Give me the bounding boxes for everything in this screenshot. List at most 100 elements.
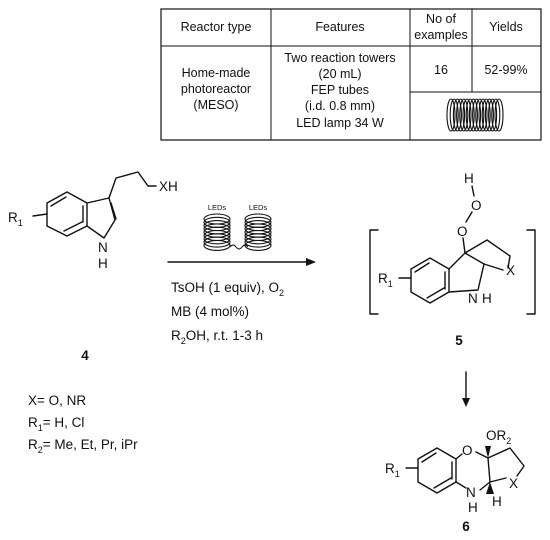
c5-r1-label: R1 (378, 271, 393, 289)
note-r2-def: R2= Me, Et, Pr, iPr (28, 437, 138, 455)
c5-x-ring (464, 239, 511, 269)
c4-double-bond-2 (50, 196, 67, 207)
reactor-table: Reactor type Features No of examples Yie… (160, 8, 542, 141)
c5-pyrroline-ring (448, 252, 485, 293)
header-features: Features (315, 20, 364, 34)
reactor-type-line2: photoreactor (181, 82, 251, 96)
c6-double-bond-2 (421, 452, 437, 463)
coil-loop (475, 98, 485, 132)
coil-loop (491, 98, 501, 132)
c6-or2-label: OR2 (486, 428, 511, 446)
coil-loop (244, 236, 272, 248)
coil-loop (462, 98, 472, 132)
coil-loop (468, 98, 478, 132)
c6-oxazine-ring (475, 451, 491, 491)
condition-line1: TsOH (1 equiv), O2 (171, 280, 284, 298)
c6-h-wedge (486, 482, 494, 494)
coil-loop (203, 236, 231, 248)
bracket-right (526, 229, 536, 315)
c5-h-top: H (464, 171, 474, 186)
c4-side-chain (108, 171, 157, 199)
header-examples-line2: examples (414, 28, 468, 42)
reaction-arrow-group: LEDs LEDs TsOH (1 equiv), O2 MB (4 mol%)… (167, 203, 316, 346)
c6-n-bond (455, 481, 467, 489)
c4-r1-label: R1 (8, 210, 23, 228)
coil-loop (456, 98, 466, 132)
feature-line1: Two reaction towers (284, 51, 395, 65)
compound-4-number: 4 (81, 348, 89, 363)
c4-r1-bond (32, 213, 48, 217)
header-reactor-type: Reactor type (181, 20, 252, 34)
feature-line2: (20 mL) (318, 67, 361, 81)
coil-loop (452, 98, 462, 132)
coil-loop (446, 98, 456, 132)
coil-loop (481, 98, 491, 132)
coil-loop (465, 98, 475, 132)
c6-o-bond-1 (455, 453, 463, 460)
coil-loop (449, 98, 459, 132)
c4-n-label: N (98, 240, 108, 255)
compound-6: O X OR2 H R1 N H 6 (385, 428, 525, 534)
led-label-1: LEDs (208, 203, 227, 212)
c5-double-bond-1 (426, 287, 445, 299)
coil-loop (488, 98, 498, 132)
c4-pyrrole-double-bond (110, 202, 117, 220)
c6-r1-label: R1 (385, 461, 400, 479)
reactor-type-line1: Home-made (182, 66, 251, 80)
c5-oo-bond (465, 211, 473, 223)
coil-loop (478, 98, 488, 132)
coil-loop (459, 98, 469, 132)
condition-line2: MB (4 mol%) (171, 304, 249, 319)
coil-loop (494, 98, 504, 132)
examples-value: 16 (434, 63, 448, 77)
c4-double-bond-1 (63, 221, 83, 232)
c5-o-bottom: O (457, 224, 468, 239)
feature-line5: LED lamp 34 W (296, 116, 384, 130)
led-coil-icon (203, 213, 272, 251)
header-examples-line1: No of (426, 12, 456, 26)
header-yields: Yields (489, 20, 523, 34)
compound-5-number: 5 (455, 333, 463, 348)
down-arrow-head (462, 398, 470, 407)
c4-xh-label: XH (159, 179, 178, 194)
feature-line4: (i.d. 0.8 mm) (305, 99, 375, 113)
c5-n-label: N (468, 291, 478, 306)
c6-x-ring (487, 447, 525, 477)
c6-x-bond (489, 477, 507, 483)
coil-connector (229, 244, 249, 250)
c6-wedge-bond (485, 446, 491, 458)
coil-loop (472, 98, 482, 132)
coil-icon (446, 98, 504, 132)
coil-loop (244, 233, 272, 245)
c5-o-top: O (471, 198, 482, 213)
c5-x-label: X (506, 263, 515, 278)
c6-double-bond-1 (433, 477, 452, 489)
led-label-2: LEDs (249, 203, 268, 212)
c5-x-bond (483, 263, 504, 271)
c6-n-label: N (466, 485, 476, 500)
note-x-def: X= O, NR (28, 393, 86, 408)
reaction-arrow-head (306, 258, 316, 266)
compound-4: XH R1 N H 4 (8, 171, 178, 363)
coil-loop (203, 239, 231, 251)
c5-double-bond-2 (414, 262, 430, 273)
reactor-type-line3: (MESO) (193, 98, 238, 112)
compound-6-number: 6 (462, 519, 470, 534)
c6-x-label: X (509, 476, 518, 491)
coil-loop (484, 98, 494, 132)
substituent-notes: X= O, NR R1= H, Cl R2= Me, Et, Pr, iPr (28, 393, 138, 455)
c5-oh-bond (471, 185, 475, 197)
yields-value: 52-99% (484, 63, 527, 77)
c4-h-label: H (98, 256, 108, 271)
c5-nh-label: H (482, 291, 492, 306)
note-r1-def: R1= H, Cl (28, 415, 84, 433)
c4-pyrrole-ring (86, 197, 116, 239)
condition-line3: R2OH, r.t. 1-3 h (171, 328, 263, 346)
c5-o-bond (462, 237, 466, 254)
c6-nh-label: H (468, 500, 478, 515)
c6-h-stereo: H (492, 494, 502, 509)
c6-o-ring-label: O (462, 443, 473, 458)
feature-line3: FEP tubes (311, 83, 369, 97)
bracket-left (369, 229, 379, 315)
